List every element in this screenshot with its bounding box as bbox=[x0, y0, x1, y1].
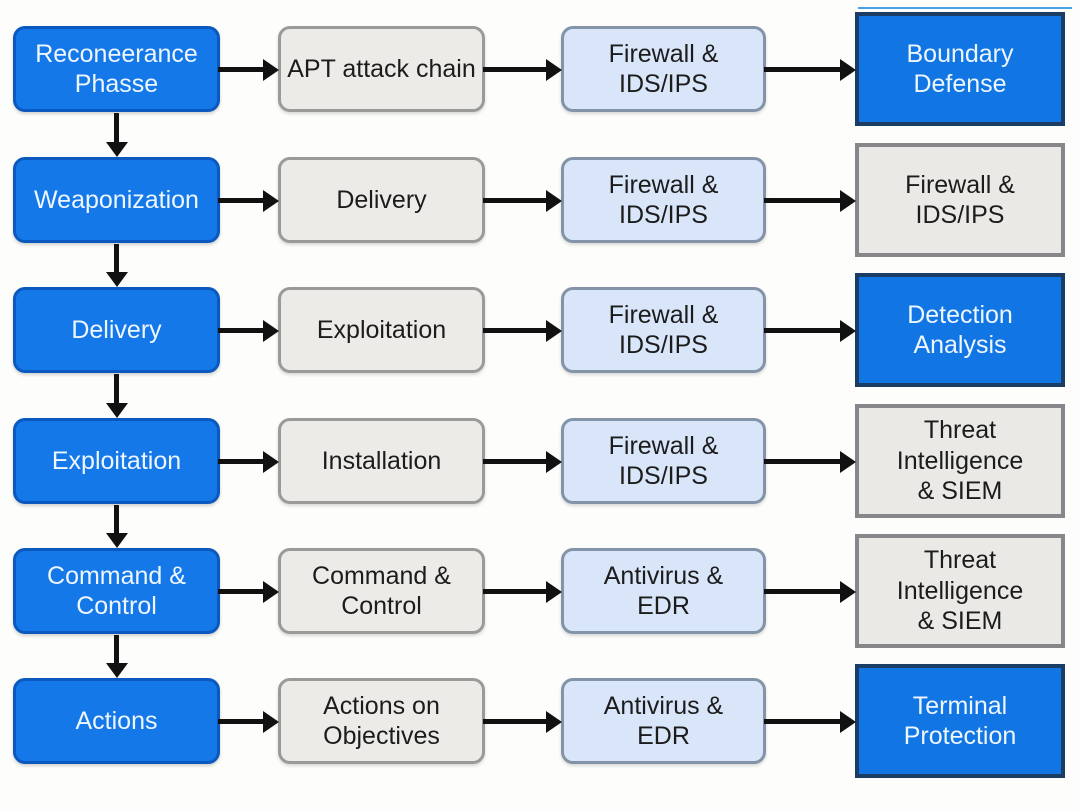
defense-tech-label: Firewall & IDS/IPS bbox=[608, 431, 719, 491]
defense-category-box: Terminal Protection bbox=[855, 664, 1065, 778]
cutoff-line-artifact bbox=[858, 7, 1072, 9]
defense-tech-label: Firewall & IDS/IPS bbox=[608, 300, 719, 360]
arrow-right-icon bbox=[483, 287, 562, 373]
phase-label: Command & Control bbox=[47, 561, 186, 621]
arrow-right-icon bbox=[218, 157, 279, 243]
defense-tech-box: Firewall & IDS/IPS bbox=[561, 418, 766, 504]
defense-category-label: Terminal Protection bbox=[903, 691, 1017, 751]
defense-tech-label: Antivirus & EDR bbox=[603, 561, 724, 621]
arrow-right-icon bbox=[483, 548, 562, 634]
defense-category-label: Detection Analysis bbox=[907, 300, 1013, 360]
arrow-right-icon bbox=[483, 678, 562, 764]
arrow-right-icon bbox=[764, 678, 856, 764]
defense-tech-label: Antivirus & EDR bbox=[603, 691, 724, 751]
attack-chain-label: Actions on Objectives bbox=[323, 691, 440, 751]
defense-category-box: Threat Intelligence & SIEM bbox=[855, 534, 1065, 648]
phase-label: Actions bbox=[75, 706, 158, 735]
defense-category-box: Detection Analysis bbox=[855, 273, 1065, 387]
arrow-down-icon bbox=[105, 244, 128, 287]
defense-category-label: Threat Intelligence & SIEM bbox=[896, 546, 1024, 636]
arrow-right-icon bbox=[764, 26, 856, 112]
defense-tech-label: Firewall & IDS/IPS bbox=[608, 170, 719, 230]
kill-chain-row: Actions Actions on Objectives Antivirus … bbox=[0, 664, 1080, 778]
attack-chain-label: Command & Control bbox=[312, 561, 451, 621]
attack-chain-box: Actions on Objectives bbox=[278, 678, 485, 764]
arrow-right-icon bbox=[218, 418, 279, 504]
defense-category-label: Firewall & IDS/IPS bbox=[905, 170, 1015, 230]
attack-chain-label: Installation bbox=[321, 446, 442, 475]
arrow-right-icon bbox=[764, 157, 856, 243]
arrow-right-icon bbox=[764, 548, 856, 634]
arrow-right-icon bbox=[764, 287, 856, 373]
kill-chain-row: Exploitation Installation Firewall & IDS… bbox=[0, 404, 1080, 518]
phase-label: Reconeerance Phasse bbox=[35, 39, 198, 99]
defense-category-box: Threat Intelligence & SIEM bbox=[855, 404, 1065, 518]
arrow-right-icon bbox=[218, 548, 279, 634]
defense-tech-box: Firewall & IDS/IPS bbox=[561, 287, 766, 373]
phase-box: Exploitation bbox=[13, 418, 220, 504]
phase-box: Reconeerance Phasse bbox=[13, 26, 220, 112]
attack-chain-label: APT attack chain bbox=[287, 54, 476, 83]
defense-tech-box: Antivirus & EDR bbox=[561, 548, 766, 634]
defense-category-label: Boundary Defense bbox=[906, 39, 1014, 99]
defense-tech-box: Antivirus & EDR bbox=[561, 678, 766, 764]
arrow-right-icon bbox=[483, 418, 562, 504]
defense-category-box: Boundary Defense bbox=[855, 12, 1065, 126]
phase-label: Weaponization bbox=[34, 185, 199, 214]
attack-chain-label: Delivery bbox=[336, 185, 427, 214]
arrow-right-icon bbox=[218, 287, 279, 373]
attack-chain-box: Exploitation bbox=[278, 287, 485, 373]
arrow-down-icon bbox=[105, 505, 128, 548]
arrow-down-icon bbox=[105, 635, 128, 678]
attack-chain-box: Delivery bbox=[278, 157, 485, 243]
phase-box: Actions bbox=[13, 678, 220, 764]
arrow-right-icon bbox=[218, 678, 279, 764]
defense-category-label: Threat Intelligence & SIEM bbox=[896, 416, 1024, 506]
phase-box: Weaponization bbox=[13, 157, 220, 243]
defense-tech-label: Firewall & IDS/IPS bbox=[608, 39, 719, 99]
phase-label: Exploitation bbox=[51, 446, 182, 475]
attack-chain-box: APT attack chain bbox=[278, 26, 485, 112]
phase-box: Delivery bbox=[13, 287, 220, 373]
kill-chain-row: Command & Control Command & Control Anti… bbox=[0, 534, 1080, 648]
attack-chain-label: Exploitation bbox=[316, 315, 447, 344]
arrow-right-icon bbox=[764, 418, 856, 504]
kill-chain-row: Delivery Exploitation Firewall & IDS/IPS… bbox=[0, 273, 1080, 387]
phase-label: Delivery bbox=[71, 315, 162, 344]
attack-chain-box: Command & Control bbox=[278, 548, 485, 634]
arrow-right-icon bbox=[483, 157, 562, 243]
attack-chain-box: Installation bbox=[278, 418, 485, 504]
kill-chain-row: Weaponization Delivery Firewall & IDS/IP… bbox=[0, 143, 1080, 257]
arrow-down-icon bbox=[105, 374, 128, 418]
arrow-right-icon bbox=[483, 26, 562, 112]
defense-tech-box: Firewall & IDS/IPS bbox=[561, 157, 766, 243]
arrow-right-icon bbox=[218, 26, 279, 112]
kill-chain-row: Reconeerance Phasse APT attack chain Fir… bbox=[0, 12, 1080, 126]
phase-box: Command & Control bbox=[13, 548, 220, 634]
defense-category-box: Firewall & IDS/IPS bbox=[855, 143, 1065, 257]
defense-tech-box: Firewall & IDS/IPS bbox=[561, 26, 766, 112]
arrow-down-icon bbox=[105, 113, 128, 157]
